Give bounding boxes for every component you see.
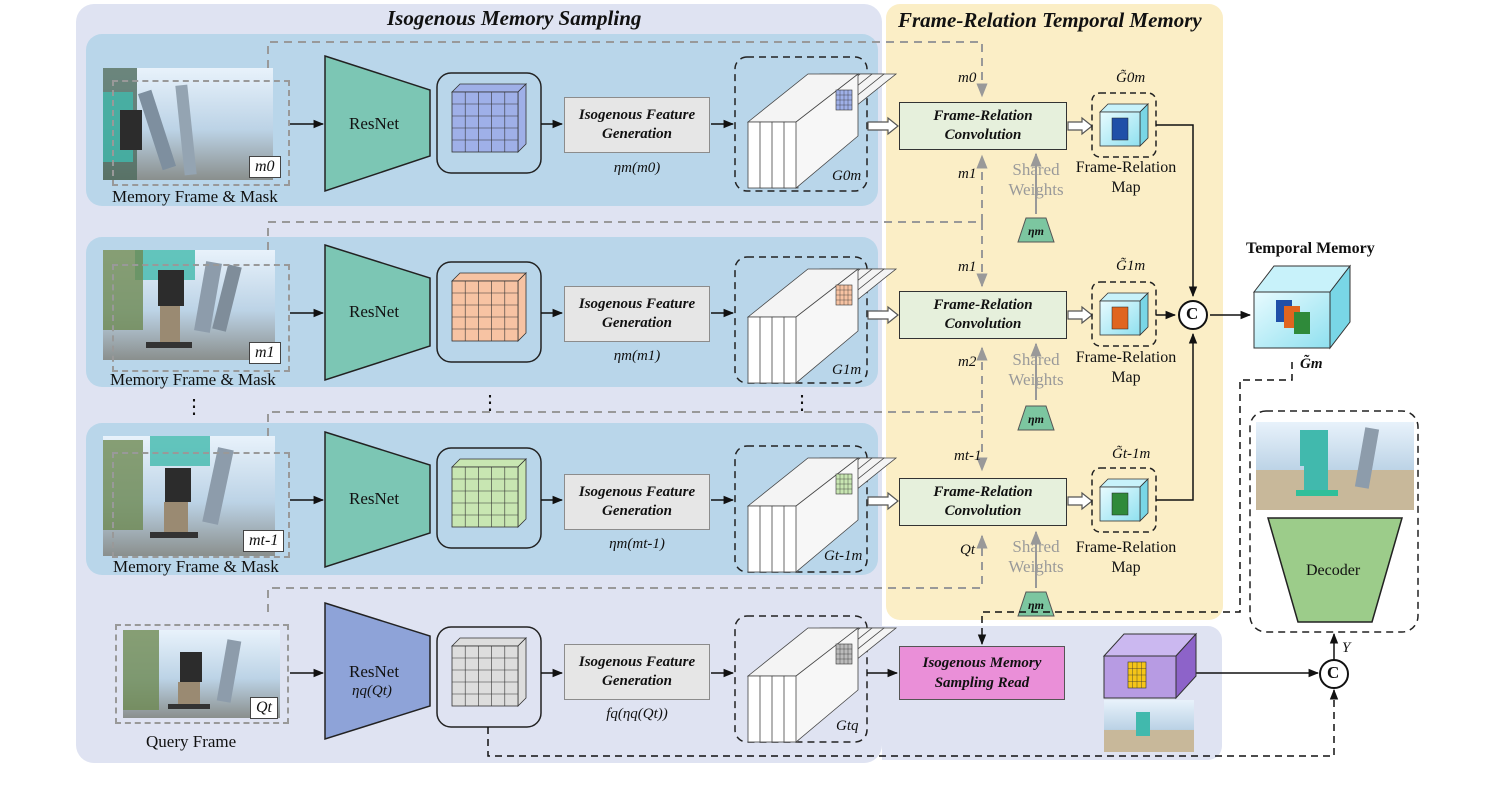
eta-label-2: ηm(mt-1) [609, 536, 665, 552]
memory-volume-box-2 [734, 445, 868, 573]
resnet-label-2: ResNet [349, 489, 400, 508]
feature-box-1 [436, 261, 542, 363]
memory-frame-stack-1 [112, 264, 290, 372]
frame-relation-map-1 [1099, 292, 1149, 336]
g-tilde-0: G̃0m [1116, 70, 1146, 86]
memory-frame-stack-0 [112, 80, 290, 186]
memory-frame-stack-2 [112, 452, 290, 558]
concat-node-memory [1178, 300, 1208, 330]
frtm-title: Frame-Relation Temporal Memory [898, 8, 1202, 32]
frame-relation-map-0 [1099, 103, 1149, 147]
eta-shared-2 [1017, 591, 1055, 617]
temporal-memory-cube [1252, 264, 1352, 350]
resnet-label-0: ResNet [349, 114, 400, 133]
feature-box-2 [436, 447, 542, 549]
frc-top-input-0: m0 [958, 70, 977, 86]
frc-bottom-input-2: Qt [960, 542, 975, 558]
resnet-encoder-query [324, 601, 431, 741]
eta-label-1: ηm(m1) [613, 348, 661, 364]
feature-grid-2 [451, 458, 527, 528]
decoder-trapezoid [1267, 517, 1403, 623]
frc-box-2: Frame-Relation Convolution [899, 478, 1067, 526]
g-label-query: Gtq [836, 718, 859, 734]
feature-grid-1 [451, 272, 527, 342]
ellipsis-features: ⋮ [480, 392, 500, 414]
frc-box-0: Frame-Relation Convolution [899, 102, 1067, 150]
resnet-label-query: ResNet [349, 662, 400, 681]
f-label-query: fq(ηq(Qt)) [606, 706, 668, 722]
concat-node-decoder [1319, 659, 1349, 689]
frame-relation-map-2 [1099, 478, 1149, 522]
memory-volume-box-0 [734, 56, 868, 192]
g-label-2: Gt-1m [824, 548, 863, 564]
map-label-1: Frame-Relation Map [1075, 349, 1177, 386]
ifg-box-query: Isogenous Feature Generation [564, 644, 710, 700]
read-output-image [1104, 700, 1194, 752]
temporal-memory-label: G̃m [1300, 356, 1323, 372]
resnet-encoder-1 [324, 243, 431, 382]
g-tilde-1: G̃1m [1116, 258, 1146, 274]
shared-weights-0: Shared Weights [1008, 160, 1064, 199]
ellipsis-frames: ⋮ [184, 396, 204, 418]
memory-frame-image-1 [103, 250, 275, 360]
map-label-0: Frame-Relation Map [1075, 159, 1177, 196]
query-frame-border [115, 624, 289, 724]
eta-shared-label-0: ηm [1028, 224, 1044, 238]
frc-bottom-input-1: m2 [958, 354, 977, 370]
decoder-panel [1249, 410, 1419, 633]
ifg-box-1: Isogenous Feature Generation [564, 286, 710, 342]
mask-label-2: mt-1 [243, 530, 285, 552]
memory-frame-image-0 [103, 68, 273, 180]
shared-weights-2: Shared Weights [1008, 537, 1064, 576]
shared-weights-1: Shared Weights [1008, 350, 1064, 389]
decoder-output-label: Y [1342, 640, 1351, 656]
frc-top-input-1: m1 [958, 259, 977, 275]
feature-box-0 [436, 72, 542, 174]
feature-grid-0 [451, 83, 527, 153]
read-output-cube [1102, 632, 1198, 700]
mask-label-0: m0 [249, 156, 281, 178]
eta-shared-label-1: ηm [1028, 412, 1044, 426]
ifg-box-0: Isogenous Feature Generation [564, 97, 710, 153]
frame-caption-0: Memory Frame & Mask [112, 187, 278, 206]
eta-shared-1 [1017, 405, 1055, 431]
ellipsis-volumes: ⋮ [792, 392, 812, 414]
frc-bottom-input-0: m1 [958, 166, 977, 182]
memory-volume-box-1 [734, 256, 868, 384]
memory-volume-2 [746, 457, 898, 573]
frame-caption-2: Memory Frame & Mask [113, 557, 279, 576]
resnet-encoder-2 [324, 430, 431, 569]
concat-label-decoder: C [1327, 663, 1340, 682]
g-tilde-2: G̃t-1m [1112, 446, 1151, 462]
memory-volume-1 [746, 268, 898, 384]
feature-box-query [436, 626, 542, 728]
mask-label-1: m1 [249, 342, 281, 364]
decoder-label: Decoder [1306, 562, 1361, 579]
frc-top-input-2: mt-1 [954, 448, 982, 464]
temporal-memory-title: Temporal Memory [1246, 240, 1375, 257]
frc-box-1: Frame-Relation Convolution [899, 291, 1067, 339]
memory-volume-3 [746, 627, 898, 743]
ims-title: Isogenous Memory Sampling [387, 6, 642, 30]
g-label-1: G1m [832, 362, 862, 378]
memory-volume-box-query [734, 615, 868, 743]
eta-shared-0 [1017, 217, 1055, 243]
eta-label-0: ηm(m0) [613, 160, 661, 176]
resnet-query-sub: ηq(Qt) [352, 683, 392, 699]
g-label-0: G0m [832, 168, 862, 184]
ifg-box-2: Isogenous Feature Generation [564, 474, 710, 530]
frame-caption-1: Memory Frame & Mask [110, 370, 276, 389]
query-label: Qt [250, 697, 278, 719]
feature-grid-3 [451, 637, 527, 707]
decoder-output-image [1256, 422, 1414, 510]
resnet-label-1: ResNet [349, 302, 400, 321]
memory-volume-0 [746, 73, 898, 189]
resnet-encoder-0 [324, 54, 431, 193]
concat-label-memory: C [1186, 304, 1199, 323]
query-frame-caption: Query Frame [146, 732, 237, 751]
isogenous-memory-sampling-read-box: Isogenous Memory Sampling Read [899, 646, 1065, 700]
eta-shared-label-2: ηm [1028, 598, 1044, 612]
map-label-2: Frame-Relation Map [1075, 539, 1177, 576]
